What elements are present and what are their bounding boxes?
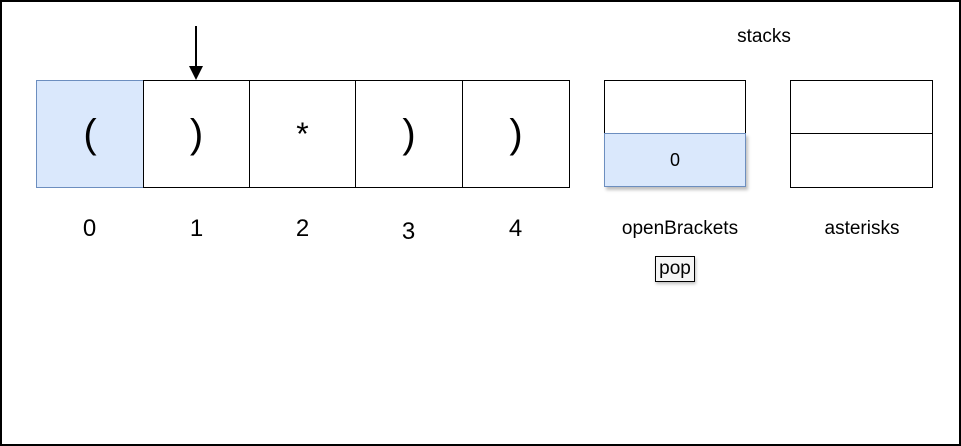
array-cell-3: ) [355,80,463,188]
stacks-title: stacks [737,26,791,47]
open-brackets-slot-bottom: 0 [604,133,746,187]
asterisks-slot-bottom [790,133,933,188]
array-cell-0: ( [36,80,144,188]
array-index-4: 4 [508,215,523,242]
pop-operation-tag: pop [655,256,695,282]
array-cell-2: * [249,80,356,188]
array-index-3: 3 [401,218,416,245]
pointer-arrow-icon [189,26,203,80]
asterisks-slot-top [790,80,933,134]
array-index-1: 1 [189,215,204,242]
open-brackets-slot-top [604,80,746,134]
array-cell-1: ) [143,80,250,188]
asterisks-label: asterisks [824,218,900,239]
array-index-0: 0 [82,215,97,242]
array-cell-4: ) [462,80,570,188]
array-index-2: 2 [295,215,310,242]
open-brackets-label: openBrackets [621,218,739,239]
